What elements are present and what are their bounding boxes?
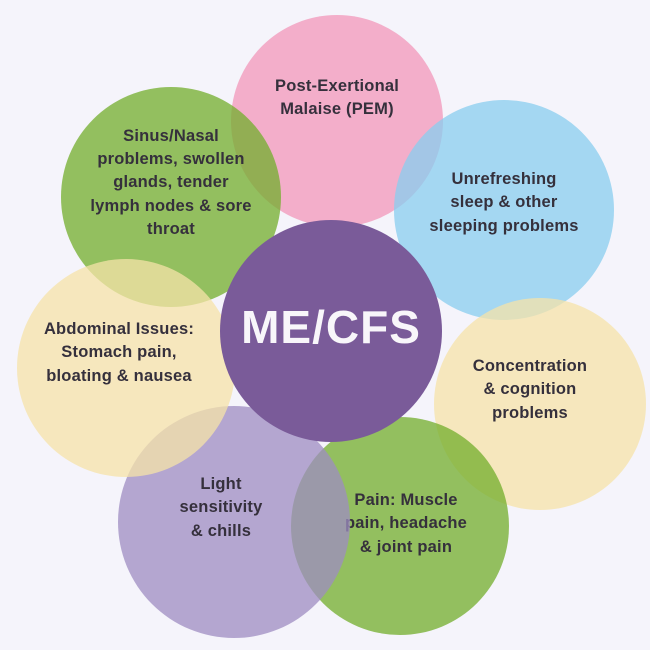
petal-label-unrefreshing-sleep: Unrefreshing sleep & other sleeping prob…: [429, 170, 579, 235]
center-circle-mecfs: ME/CFS: [220, 220, 442, 442]
petal-label-sinus-nasal-lymph: Sinus/Nasal problems, swollen glands, te…: [90, 127, 252, 238]
center-label-mecfs: ME/CFS: [241, 301, 421, 353]
petal-label-light-sensitivity-chills: Light sensitivity & chills: [179, 475, 263, 540]
petal-label-abdominal-issues: Abdominal Issues: Stomach pain, bloating…: [43, 320, 195, 385]
petal-label-pain: Pain: Muscle pain, headache & joint pain: [344, 491, 467, 556]
petal-abdominal-issues: Abdominal Issues: Stomach pain, bloating…: [17, 259, 235, 477]
petal-label-concentration-cognition: Concentration & cognition problems: [472, 357, 588, 422]
petal-label-post-exertional-malaise: Post-Exertional Malaise (PEM): [274, 76, 400, 118]
